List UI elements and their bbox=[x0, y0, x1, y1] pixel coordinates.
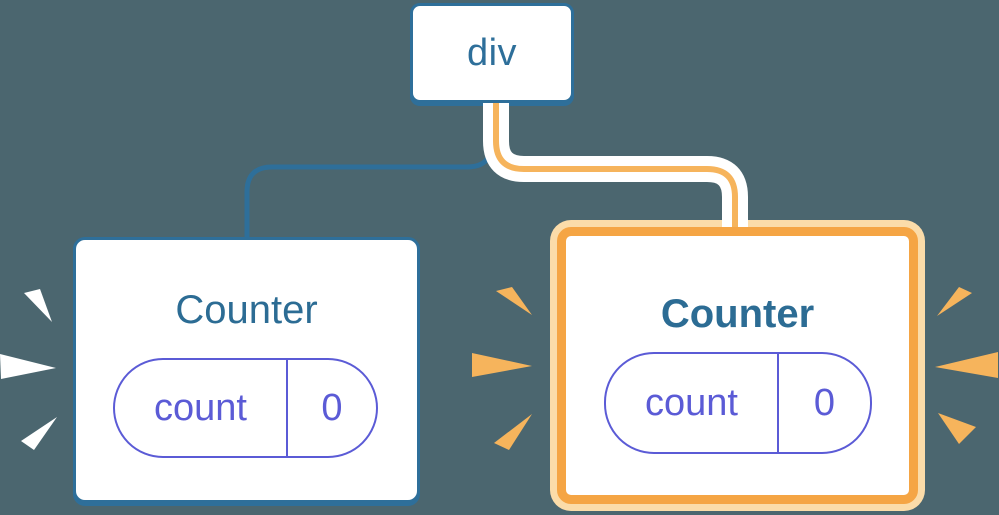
spark-white-top bbox=[24, 289, 52, 322]
counter-card-right: Counter count 0 bbox=[557, 227, 918, 504]
spark-orange-top bbox=[496, 287, 532, 315]
white-burst-icon bbox=[0, 289, 57, 450]
spark-orange-top-right bbox=[937, 287, 972, 316]
spark-orange-bottom bbox=[494, 414, 532, 450]
connector-div-to-right-counter bbox=[493, 103, 738, 227]
state-pill-right: count 0 bbox=[604, 352, 872, 454]
spark-orange-middle bbox=[472, 353, 532, 377]
state-key-right: count bbox=[606, 354, 779, 452]
root-node: div bbox=[410, 3, 574, 103]
counter-title-left: Counter bbox=[175, 288, 318, 332]
root-node-label: div bbox=[466, 31, 518, 74]
connector-orange-casing bbox=[483, 103, 748, 227]
spark-white-bottom bbox=[21, 417, 57, 450]
state-key-left: count bbox=[115, 360, 288, 456]
state-pill-left: count 0 bbox=[113, 358, 378, 458]
state-value-left: 0 bbox=[321, 386, 343, 429]
counter-card-left: Counter count 0 bbox=[73, 237, 420, 503]
connector-div-to-left-counter bbox=[244, 103, 495, 240]
orange-burst-icon-left bbox=[472, 287, 532, 450]
spark-white-middle bbox=[0, 354, 56, 379]
state-value-right: 0 bbox=[813, 381, 836, 424]
spark-orange-middle-right bbox=[935, 352, 998, 378]
orange-burst-icon-right bbox=[935, 287, 998, 444]
spark-orange-bottom-right bbox=[938, 413, 976, 444]
counter-title-right: Counter bbox=[660, 292, 815, 336]
